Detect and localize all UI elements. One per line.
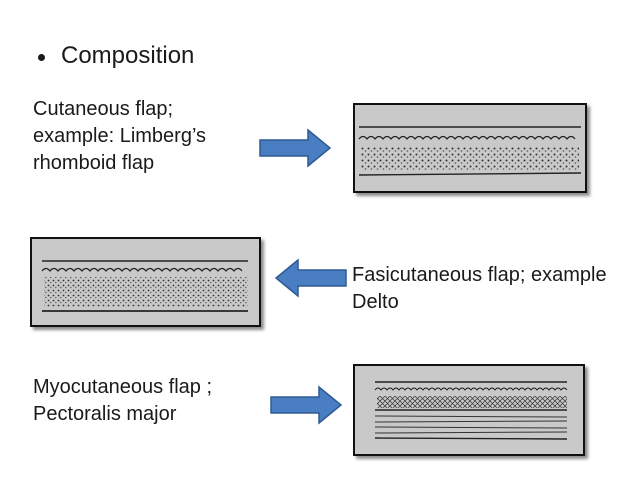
myocutaneous-flap-illustration	[353, 364, 585, 456]
myocutaneous-label-line2: Pectoralis major	[33, 403, 177, 425]
cutaneous-flap-label: Cutaneous flap; example: Limberg’s rhomb…	[33, 96, 206, 177]
fasciocutaneous-flap-illustration	[30, 237, 261, 327]
cutaneous-flap-illustration	[353, 103, 587, 193]
right-arrow-icon	[259, 128, 332, 168]
right-arrow-icon	[270, 385, 343, 425]
cutaneous-label-line2: example: Limberg’s	[33, 125, 207, 147]
fasciocutaneous-flap-label: Fasicutaneous flap; example Delto	[352, 262, 607, 316]
fasciocutaneous-label-line1: Fasicutaneous flap; example	[352, 264, 607, 286]
cutaneous-label-line3: rhomboid flap	[33, 152, 155, 174]
left-arrow-icon	[274, 258, 347, 298]
myocutaneous-flap-label: Myocutaneous flap ; Pectoralis major	[33, 374, 212, 428]
fasciocutaneous-label-line2: Delto	[352, 291, 399, 313]
slide-heading: Composition	[38, 42, 194, 70]
bullet-point	[38, 53, 45, 61]
heading-text: Composition	[61, 42, 195, 69]
cutaneous-label-line1: Cutaneous flap;	[33, 98, 174, 120]
myocutaneous-label-line1: Myocutaneous flap ;	[33, 376, 212, 398]
